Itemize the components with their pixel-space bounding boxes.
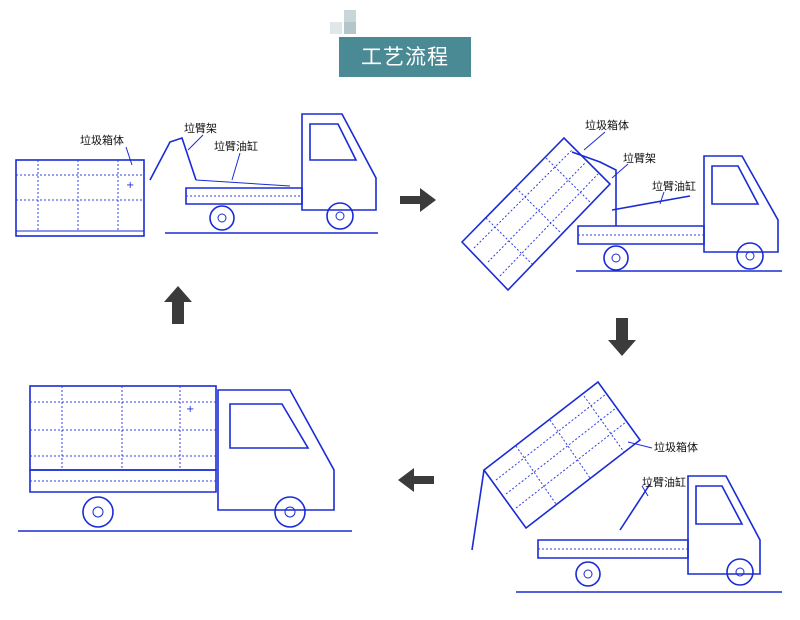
arrow-up-icon xyxy=(164,286,192,324)
step1-arm xyxy=(149,136,197,181)
step3-label-cylinder: 垃臂油缸 xyxy=(642,475,686,489)
step2-label-cylinder: 垃臂油缸 xyxy=(652,179,696,193)
step3-door xyxy=(471,469,485,551)
step1-wheel-front xyxy=(326,202,354,230)
step2-label-arm: 垃臂架 xyxy=(623,151,656,165)
step1-label-arm: 垃臂架 xyxy=(184,121,217,135)
step3-label-container: 垃圾箱体 xyxy=(654,440,698,454)
step3-illustration: 垃圾箱体 垃臂油缸 xyxy=(471,380,782,593)
page-title: 工艺流程 xyxy=(339,37,471,77)
step4-truck-cab xyxy=(217,389,335,511)
step1-illustration: + 垃圾箱体 垃臂架 垃臂油缸 xyxy=(15,113,378,237)
step1-truck-cab xyxy=(301,113,377,211)
step4-container xyxy=(29,385,217,471)
step1-container xyxy=(15,159,145,237)
step2-cylinder xyxy=(611,195,691,211)
step2-arm xyxy=(571,151,617,226)
step1-wheel-rear xyxy=(209,205,235,231)
svg-text:+: + xyxy=(126,180,134,191)
arrow-left-icon xyxy=(398,468,434,492)
step4-illustration: + xyxy=(18,385,352,532)
svg-text:+: + xyxy=(186,404,194,415)
step1-label-container: 垃圾箱体 xyxy=(80,133,124,147)
step2-illustration: 垃圾箱体 垃臂架 垃臂油缸 xyxy=(460,118,782,292)
arrow-right-icon xyxy=(400,188,436,212)
arrow-down-icon xyxy=(608,318,636,356)
step2-container xyxy=(460,136,612,292)
step1-label-cylinder: 垃臂油缸 xyxy=(214,139,258,153)
step3-container xyxy=(482,380,642,530)
step2-label-container: 垃圾箱体 xyxy=(585,118,629,132)
